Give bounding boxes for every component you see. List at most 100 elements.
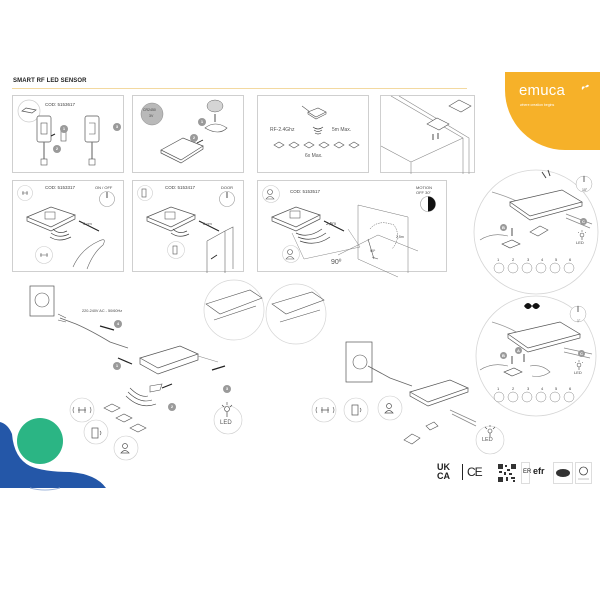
led-label: LED bbox=[220, 420, 232, 426]
motion-illustration bbox=[271, 204, 419, 278]
rf-frequency: RF-2.4Ghz bbox=[270, 127, 295, 133]
panel-mount-sensor: COD: 5153617 1 2 3 bbox=[12, 95, 124, 173]
step-badge-1: 1 bbox=[113, 362, 121, 370]
brand-logo: emuca where creation begins bbox=[505, 72, 600, 152]
led-label: LED bbox=[574, 370, 582, 375]
wiring-diagram-left bbox=[29, 279, 327, 461]
door-icon bbox=[91, 427, 102, 439]
channel-3: 3 bbox=[527, 257, 530, 262]
voltage-label: 220-240V AC - 50/60Hz bbox=[82, 309, 123, 313]
battery-install-illustration bbox=[160, 99, 228, 164]
channel-1: 1 bbox=[497, 386, 500, 391]
receiver-illustration bbox=[301, 105, 327, 120]
product-code: COD: 5153617 bbox=[45, 102, 76, 107]
step-badge-3: 3 bbox=[223, 385, 231, 393]
door-illustration bbox=[146, 206, 234, 273]
mode-label: ON / OFF bbox=[95, 185, 113, 190]
qr-code-icon bbox=[497, 463, 517, 483]
efr-mark: efr bbox=[533, 466, 545, 476]
ce-mark: CE bbox=[467, 465, 483, 479]
step-badge-4: 4 bbox=[114, 320, 122, 328]
led-icon bbox=[577, 230, 587, 240]
sensor-icon bbox=[17, 99, 41, 123]
decorative-green-circle bbox=[17, 418, 63, 464]
product-code: COD: 5153417 bbox=[165, 185, 196, 190]
step-badge-b: B bbox=[500, 352, 507, 359]
panel-door-mode: COD: 5153417 DOOR 6 cm bbox=[132, 180, 244, 273]
detection-angle: 90º bbox=[331, 259, 342, 266]
document-title: SMART RF LED SENSOR bbox=[13, 78, 87, 84]
hand-wave-icon bbox=[17, 185, 33, 201]
title-divider bbox=[12, 88, 467, 89]
detection-distance: 2,5m bbox=[326, 221, 337, 226]
door-icon bbox=[167, 241, 185, 259]
person-motion-icon bbox=[262, 185, 280, 203]
step-badge-a: A bbox=[515, 347, 522, 354]
timer-label: 1" bbox=[577, 319, 581, 323]
sensors-row-illustration bbox=[273, 141, 360, 149]
door-icon bbox=[351, 404, 362, 416]
detection-distance: 6 cm bbox=[203, 221, 212, 226]
quality-seal-icon bbox=[553, 462, 573, 484]
brand-tagline: where creation begins bbox=[520, 103, 555, 107]
mode-label: DOOR bbox=[221, 185, 233, 190]
half-moon-icon bbox=[420, 196, 436, 212]
led-label: LED bbox=[576, 240, 584, 245]
ukca-mark-bottom: CA bbox=[437, 471, 450, 481]
step-badge-3: 3 bbox=[113, 123, 121, 131]
battery-type-label: CR2450 bbox=[143, 108, 156, 112]
side-angle: 90º bbox=[370, 249, 376, 253]
detection-distance: 3 cm bbox=[83, 221, 92, 226]
channel-1: 1 bbox=[497, 257, 500, 262]
product-code: COD: 5153517 bbox=[290, 189, 321, 194]
timer-label: 10" bbox=[582, 188, 588, 192]
led-label: LED bbox=[482, 437, 493, 443]
channel-led-icons-top bbox=[493, 262, 575, 274]
mode-label-line2: OFF 30" bbox=[416, 190, 431, 195]
rf-range: 5m Max. bbox=[332, 127, 352, 133]
battery-voltage-label: 3V bbox=[149, 114, 154, 118]
mode-label-line1: MOTION bbox=[416, 185, 432, 190]
wiring-diagram-right bbox=[311, 341, 505, 455]
svg-text:ER: ER bbox=[523, 469, 532, 475]
channel-led-icons-bottom bbox=[493, 391, 575, 403]
step-badge-c: C bbox=[580, 218, 587, 225]
panel-rf-range: RF-2.4Ghz 5m Max. 6x Max. bbox=[257, 95, 369, 173]
led-icon bbox=[484, 425, 496, 437]
channel-2: 2 bbox=[512, 257, 515, 262]
channel-2: 2 bbox=[512, 386, 515, 391]
channel-5: 5 bbox=[555, 386, 558, 391]
hand-wave-icon bbox=[72, 406, 92, 414]
panel-onoff-mode: COD: 5153317 ON / OFF 3 cm bbox=[12, 180, 124, 272]
decorative-blue-wave bbox=[0, 422, 106, 491]
timer-icon bbox=[219, 191, 235, 207]
led-icon bbox=[221, 402, 233, 417]
step-badge-1: 1 bbox=[60, 125, 68, 133]
panel-motion-mode: COD: 5153517 MOTION OFF 30" 2,5m 90º 2,5… bbox=[257, 180, 447, 278]
pairing-diagram-bottom bbox=[475, 295, 597, 417]
step-badge-2: 2 bbox=[53, 145, 61, 153]
step-badge-2: 2 bbox=[190, 134, 198, 142]
panel-battery: CR2450 3V 1 2 bbox=[132, 95, 244, 173]
product-code: COD: 5153317 bbox=[45, 185, 76, 190]
step-badge-b: B bbox=[500, 224, 507, 231]
hand-wave-icon bbox=[315, 406, 335, 414]
butterfly-icon bbox=[581, 84, 589, 90]
pairing-diagram-top bbox=[473, 169, 599, 295]
brand-name: emuca bbox=[519, 82, 566, 99]
side-distance: 2,5m bbox=[396, 235, 404, 239]
channel-4: 4 bbox=[541, 386, 544, 391]
channel-6: 6 bbox=[569, 257, 572, 262]
person-motion-icon bbox=[120, 443, 130, 454]
panel-cabinet-mount bbox=[380, 95, 475, 174]
channel-3: 3 bbox=[527, 386, 530, 391]
sensor-mounting-illustration bbox=[36, 115, 100, 166]
channel-5: 5 bbox=[555, 257, 558, 262]
cert-divider bbox=[462, 464, 463, 480]
door-icon bbox=[137, 185, 153, 201]
max-sensors: 6x Max. bbox=[305, 153, 323, 159]
hand-wave-icon bbox=[35, 246, 53, 264]
step-badge-1: 1 bbox=[198, 118, 206, 126]
step-badge-2: 2 bbox=[168, 403, 176, 411]
channel-6: 6 bbox=[569, 386, 572, 391]
